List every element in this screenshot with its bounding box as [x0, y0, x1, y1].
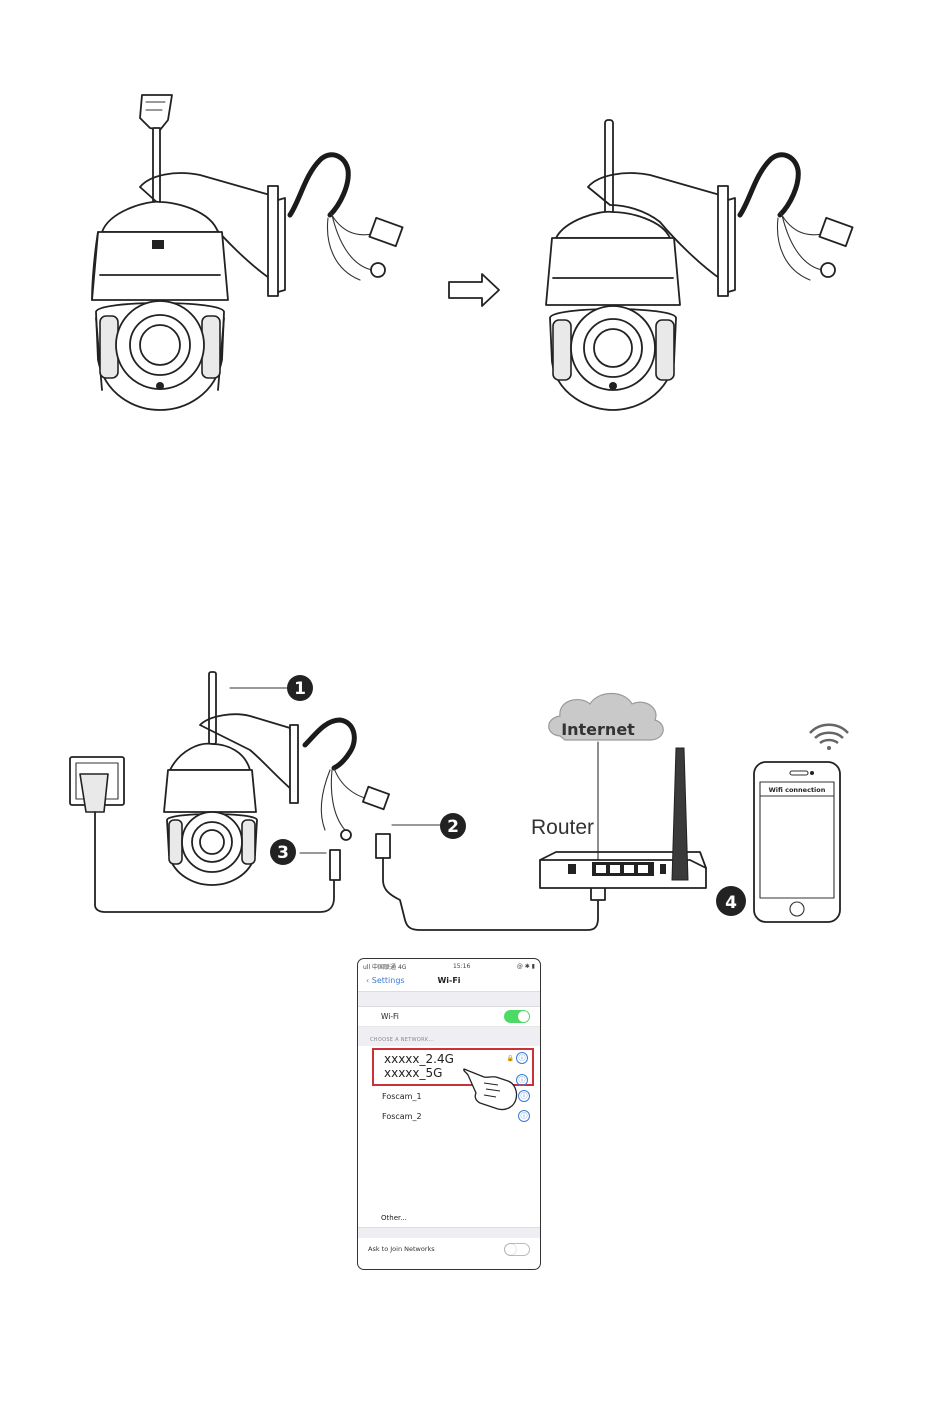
network-name: xxxxx_5G [384, 1066, 442, 1080]
dc-plug [330, 850, 340, 880]
internet-cloud: Internet [549, 694, 663, 871]
camera-with-hand [92, 95, 403, 410]
router-antenna [672, 748, 688, 880]
network-name: Foscam_1 [382, 1092, 422, 1101]
wifi-row-label: Wi-Fi [381, 1012, 399, 1021]
cloud-label: Internet [561, 720, 635, 739]
right-arrow-icon [449, 274, 499, 306]
other-label: Other... [381, 1214, 407, 1222]
badge-3-label: 3 [277, 843, 289, 863]
network-name: Foscam_2 [382, 1112, 422, 1121]
ask-join-toggle[interactable] [504, 1243, 530, 1256]
smartphone: Wifi connection [754, 725, 848, 922]
nav-bar: ‹ Settings Wi-Fi [358, 973, 540, 991]
hand-icon [140, 95, 172, 130]
lock-icon: 🔒 [507, 1055, 514, 1062]
badge-4-label: 4 [725, 893, 737, 913]
wifi-toggle-row: Wi-Fi [358, 1007, 540, 1027]
rj45-connector [369, 218, 402, 246]
wifi-icon [810, 725, 848, 750]
blank-area [358, 1126, 540, 1209]
ethernet-plug [376, 834, 390, 858]
wifi-toggle[interactable] [504, 1010, 530, 1023]
antenna [605, 120, 613, 225]
section-header: CHOOSE A NETWORK... [358, 1027, 540, 1046]
ask-join-label: Ask to Join Networks [368, 1245, 435, 1253]
status-carrier: ull 中国联通 4G [363, 962, 406, 971]
badge-1-label: 1 [294, 679, 306, 699]
phone-header: Wifi connection [769, 786, 826, 794]
badge-2-label: 2 [447, 817, 459, 837]
antenna [153, 128, 160, 210]
ask-join-row: Ask to Join Networks [358, 1238, 540, 1260]
wifi-settings-screenshot: ull 中国联通 4G 15:16 @ ✱ ▮ ‹ Settings Wi-Fi… [357, 958, 541, 1270]
network-name: xxxxx_2.4G [384, 1052, 454, 1066]
divider [358, 991, 540, 1007]
power-adapter [80, 774, 108, 812]
status-bar: ull 中国联通 4G 15:16 @ ✱ ▮ [358, 959, 540, 973]
camera-cap [102, 202, 218, 232]
nav-title: Wi-Fi [358, 976, 540, 985]
camera-antenna-installed [546, 120, 853, 410]
pointing-hand-icon [462, 1063, 522, 1115]
status-time: 15:16 [453, 963, 470, 970]
router: Router [531, 748, 706, 888]
wall-plate [268, 186, 278, 296]
divider [358, 1227, 540, 1238]
status-indicators: @ ✱ ▮ [517, 963, 535, 970]
router-label: Router [531, 816, 594, 839]
other-network-row[interactable]: Other... [358, 1209, 540, 1227]
camera-network [164, 672, 605, 930]
